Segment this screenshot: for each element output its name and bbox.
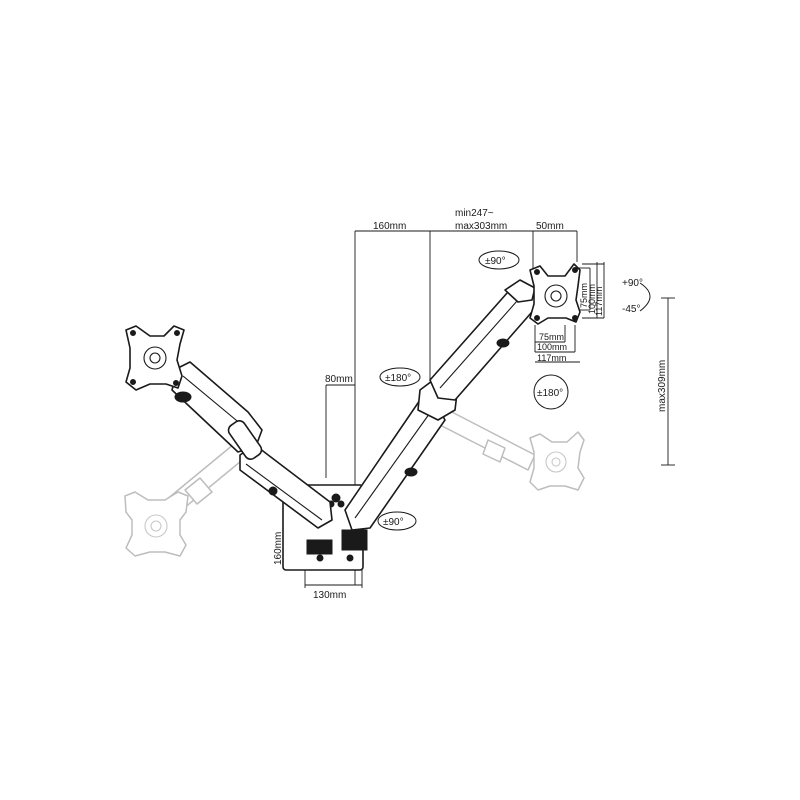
tilt-down-label: -45° xyxy=(622,304,640,315)
left-vesa-plate xyxy=(125,325,185,391)
vesa-75-h-label: 75mm xyxy=(539,332,564,342)
dimension-labels: 160mm min247~ max303mm 50mm 80mm 130mm 1… xyxy=(273,208,668,601)
ghost-left-vesa-plate xyxy=(124,491,189,557)
vesa-75-v-label: 75mm xyxy=(579,283,589,308)
ghost-right-arm xyxy=(439,409,536,471)
arm-span-label-1: min247~ xyxy=(455,208,494,219)
vesa-117-h-label: 117mm xyxy=(537,353,566,363)
plate-width-label: 130mm xyxy=(313,590,346,601)
elbow-swivel-label: ±180° xyxy=(385,373,411,384)
head-swivel-label: ±90° xyxy=(485,256,506,267)
arm-reach-label: 160mm xyxy=(373,221,406,232)
head-offset-label: 50mm xyxy=(536,221,564,232)
base-swivel-arc xyxy=(377,511,417,531)
left-lower-arm xyxy=(239,444,333,529)
rotation-labels: ±90° +90° -45° ±180° ±180° ±90° xyxy=(383,256,643,528)
mount-height-label: 80mm xyxy=(325,374,353,385)
vesa-100-h-label: 100mm xyxy=(537,342,567,352)
right-vesa-plate xyxy=(529,263,581,325)
tilt-up-label: +90° xyxy=(622,278,643,289)
elbow-swivel-arc xyxy=(379,367,421,387)
screen-rotate-arc xyxy=(533,374,569,410)
ghost-right-vesa-plate xyxy=(529,431,585,491)
arm-span-label-2: max303mm xyxy=(455,221,507,232)
tilt-arc xyxy=(639,282,651,312)
left-upper-arm xyxy=(171,361,263,460)
vesa-100-v-label: 100mm xyxy=(587,284,597,314)
screen-rotate-label: ±180° xyxy=(537,388,563,399)
total-height-label: max309mm xyxy=(657,360,668,412)
plate-height-label: 160mm xyxy=(273,532,284,565)
vesa-117-v-label: 117mm xyxy=(594,287,604,316)
right-upper-arm xyxy=(429,279,539,401)
base-swivel-label: ±90° xyxy=(383,517,404,528)
head-swivel-arc xyxy=(478,250,520,270)
rotation-arcs xyxy=(377,250,651,531)
